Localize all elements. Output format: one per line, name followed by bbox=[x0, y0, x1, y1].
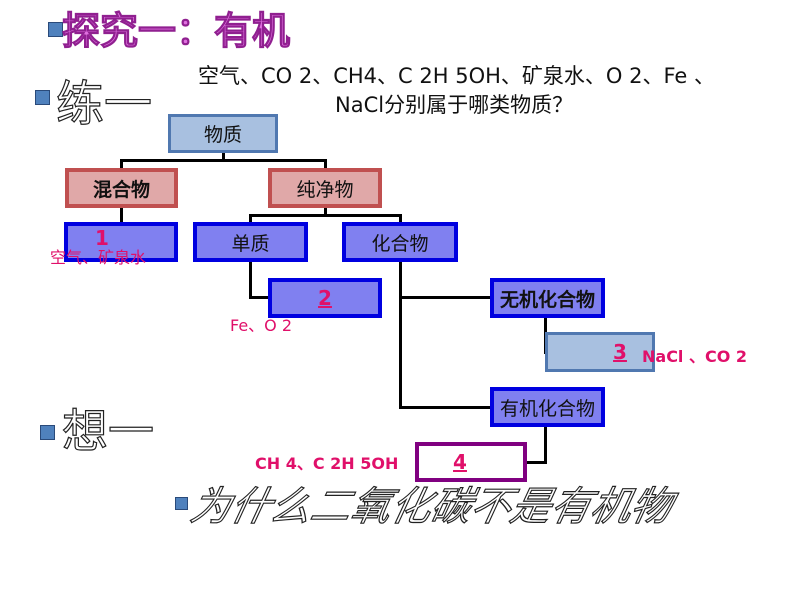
blank-number: 1 bbox=[95, 226, 109, 250]
node-pure: 纯净物 bbox=[268, 168, 382, 208]
node-substance: 物质 bbox=[168, 114, 278, 153]
question-line1: 空气、CO 2、CH4、C 2H 5OH、矿泉水、O 2、Fe 、 bbox=[198, 64, 715, 88]
bullet-icon bbox=[48, 22, 63, 37]
node-inorganic: 无机化合物 bbox=[490, 278, 605, 318]
node-compound: 化合物 bbox=[342, 222, 458, 262]
exercise-label: 练一 bbox=[55, 75, 153, 132]
node-element: 单质 bbox=[193, 222, 308, 262]
bullet-icon bbox=[35, 90, 50, 105]
node-mixture: 混合物 bbox=[65, 168, 178, 208]
blank-number: 3 bbox=[613, 340, 627, 364]
node-blank-1: 1 bbox=[64, 222, 178, 262]
node-blank-3: 3 bbox=[545, 332, 655, 372]
node-blank-2: 2 bbox=[268, 278, 382, 318]
bullet-icon bbox=[40, 425, 55, 440]
answer-4: CH 4、C 2H 5OH bbox=[255, 454, 399, 473]
blank-number: 4 bbox=[453, 450, 467, 474]
bullet-icon bbox=[175, 497, 188, 510]
think-label: 想一 bbox=[61, 403, 154, 458]
node-organic: 有机化合物 bbox=[490, 387, 605, 427]
think-question: 为什么二氧化碳不是有机物 bbox=[186, 483, 677, 530]
node-blank-4: 4 bbox=[415, 442, 527, 482]
slide-title: 探究一：有机 bbox=[61, 9, 291, 54]
answer-3: NaCl 、CO 2 bbox=[642, 347, 748, 366]
answer-2: Fe、O 2 bbox=[230, 316, 293, 335]
blank-number: 2 bbox=[318, 286, 332, 310]
answer-1: 空气、矿泉水 bbox=[50, 248, 147, 267]
question-line2: NaCl分别属于哪类物质？ bbox=[335, 93, 574, 117]
